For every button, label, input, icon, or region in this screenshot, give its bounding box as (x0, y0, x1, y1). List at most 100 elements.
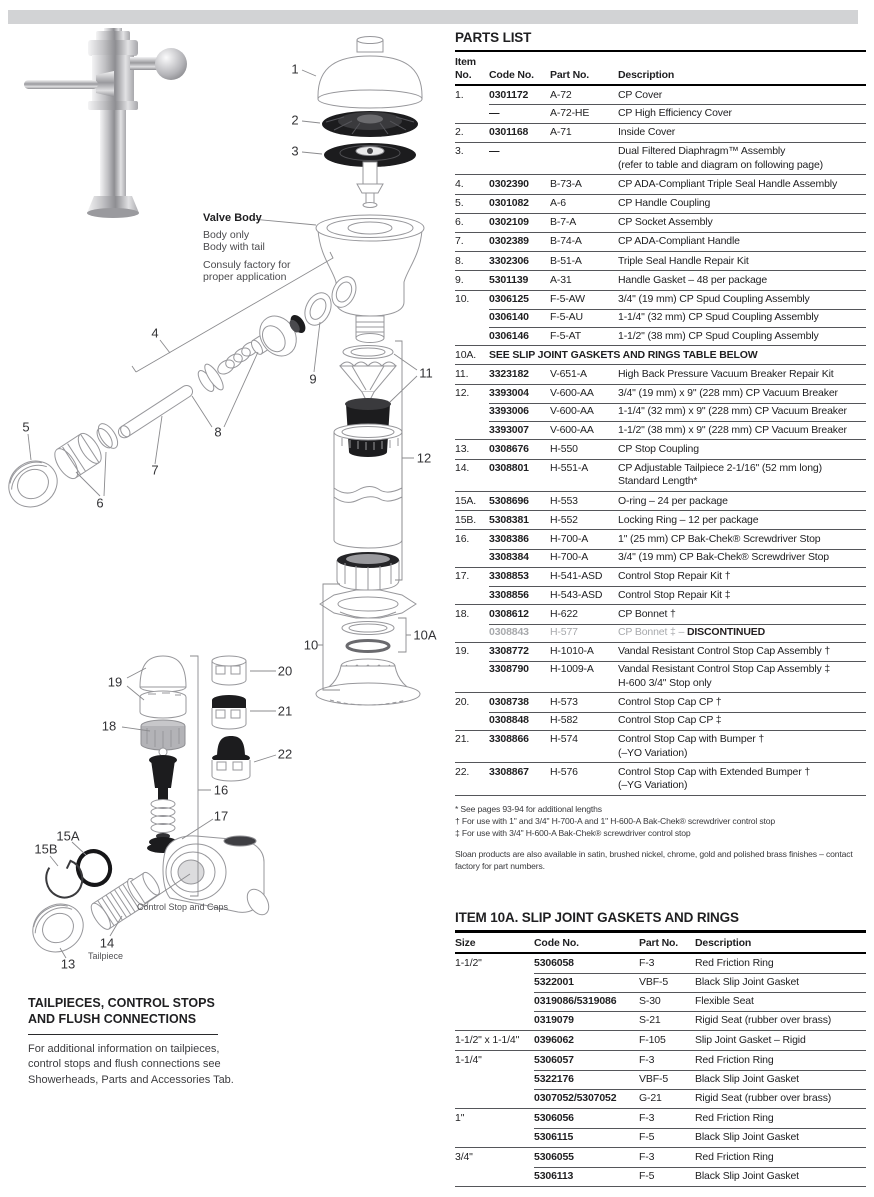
part-no-cell: H-553 (550, 494, 578, 507)
part-no-cell: V-600-AA (550, 387, 594, 400)
table-row: 11. 3323182 V-651-A High Back Pressure V… (455, 364, 866, 383)
table-row: 1-1/4" 5306057 F-3 Red Friction Ring (455, 1049, 866, 1070)
table-row: 14. 0308801 H-551-A CP Adjustable Tailpi… (455, 458, 866, 491)
cover-part (317, 36, 423, 109)
code-no-cell: 5308696 (489, 494, 529, 507)
consult-factory-label-1: Consuly factory for (203, 259, 291, 271)
code-no-cell: 3308384 (489, 551, 529, 564)
description-cell: Handle Gasket – 48 per package (618, 273, 768, 286)
valve-body-part (315, 214, 425, 343)
parts-table-body: 1. 0301172 A-72 CP Cover — A-72-HE CP Hi… (455, 86, 866, 796)
part-no-cell: A-72-HE (550, 106, 590, 119)
footnote: † For use with 1" and 3/4" H-700-A and 1… (455, 815, 776, 826)
body-with-tail-label: Body with tail (203, 241, 265, 253)
page-top-bar (8, 10, 858, 24)
footnotes: * See pages 93-94 for additional lengths… (455, 803, 866, 839)
part-no-cell: H-550 (550, 442, 578, 455)
item-no-cell: 13. (455, 442, 470, 455)
size-cell: 1-1/2" x 1-1/4" (455, 1033, 520, 1046)
callout-5: 5 (22, 419, 30, 435)
callout-14: 14 (99, 935, 115, 951)
header-code-no: Code No. (489, 68, 534, 81)
part-no-cell: V-600-AA (550, 405, 594, 418)
part-no-cell: F-5 (639, 1130, 655, 1143)
code-no-cell: 0308843 (489, 626, 529, 639)
code-no-cell: 0319079 (534, 1013, 574, 1026)
part-no-cell: A-72 (550, 88, 572, 101)
code-no-cell: 0302109 (489, 216, 529, 229)
table-row: 3393006 V-600-AA 1-1/4" (32 mm) x 9" (22… (455, 402, 866, 421)
description-cell: Control Stop Repair Kit ‡ (618, 588, 731, 601)
control-stop-body (162, 835, 270, 916)
code-no-cell: 3308853 (489, 570, 529, 583)
header-part-no: Part No. (550, 68, 590, 81)
description-cell: 1" (25 mm) CP Bak-Chek® Screwdriver Stop (618, 532, 821, 545)
description-cell: Red Friction Ring (695, 1053, 774, 1066)
code-no-cell: 0301082 (489, 197, 529, 209)
code-no-cell: 0396062 (534, 1033, 574, 1046)
stop-caps-parts (211, 655, 251, 782)
callout-12: 12 (416, 450, 432, 466)
part-no-cell: H-552 (550, 513, 578, 526)
callout-11: 11 (419, 365, 433, 381)
table-row: 5322001 VBF-5 Black Slip Joint Gasket (455, 972, 866, 992)
item-no-cell: 14. (455, 462, 470, 475)
part-no-cell: H-573 (550, 695, 578, 708)
description-cell: Vandal Resistant Control Stop Cap Assemb… (618, 663, 831, 689)
item-no-cell: 18. (455, 607, 470, 620)
part-no-cell: F-3 (639, 1053, 655, 1066)
description-cell: CP Adjustable Tailpiece 2-1/16" (52 mm l… (618, 462, 822, 488)
description-cell: Red Friction Ring (695, 1111, 774, 1124)
table-row: 3308384 H-700-A 3/4" (19 mm) CP Bak-Chek… (455, 548, 866, 567)
description-cell: Dual Filtered Diaphragm™ Assembly (refer… (618, 145, 823, 171)
description-cell: CP ADA-Compliant Triple Seal Handle Asse… (618, 177, 838, 190)
code-no-cell: 5306056 (534, 1111, 574, 1124)
code-no-cell: — (489, 145, 500, 158)
description-cell: Red Friction Ring (695, 1150, 774, 1163)
table-row: 15B. 5308381 H-552 Locking Ring – 12 per… (455, 510, 866, 529)
part-no-cell: A-6 (550, 197, 566, 209)
leader-lines (27, 69, 418, 959)
item-no-cell: 10A. (455, 348, 476, 361)
table-row: 3/4" 5306055 F-3 Red Friction Ring (455, 1146, 866, 1167)
table-row: 10A. SEE SLIP JOINT GASKETS AND RINGS TA… (455, 345, 866, 364)
table-row: 3. — Dual Filtered Diaphragm™ Assembly (… (455, 141, 866, 174)
callout-10a: 10A (413, 627, 437, 643)
code-no-cell: 0302389 (489, 235, 529, 248)
code-no-cell: 5306113 (534, 1169, 574, 1182)
description-cell: 3/4" (19 mm) CP Spud Coupling Assembly (618, 293, 810, 306)
tailpiece-parts (32, 849, 160, 953)
description-cell: CP High Efficiency Cover (618, 106, 732, 119)
table-row: 5306113 F-5 Black Slip Joint Gasket (455, 1166, 866, 1186)
description-cell: Locking Ring – 12 per package (618, 513, 759, 526)
tailpieces-info-block: TAILPIECES, CONTROL STOPS AND FLUSH CONN… (28, 995, 236, 1089)
code-no-cell: 0301168 (489, 126, 529, 139)
code-no-cell: 0301172 (489, 88, 529, 101)
code-no-cell: 3308790 (489, 663, 529, 676)
part-no-cell: F-3 (639, 956, 655, 969)
table-row: 5306115 F-5 Black Slip Joint Gasket (455, 1127, 866, 1147)
code-no-cell: 3308856 (489, 588, 529, 601)
item-no-cell: 21. (455, 733, 470, 746)
header-part-no: Part No. (639, 936, 679, 949)
inside-cover-part (322, 111, 418, 137)
part-no-cell: V-600-AA (550, 423, 594, 436)
parts-list-panel: PARTS LIST Item No. Code No. Part No. De… (455, 30, 866, 1187)
callout-21: 21 (277, 703, 293, 719)
info-heading-rule (28, 1033, 218, 1035)
description-cell: Black Slip Joint Gasket (695, 1072, 799, 1085)
description-cell: High Back Pressure Vacuum Breaker Repair… (618, 367, 834, 380)
callout-8: 8 (214, 424, 222, 440)
code-no-cell: — (489, 106, 500, 119)
table-row: 0319086/5319086 S-30 Flexible Seat (455, 991, 866, 1011)
description-cell: Flexible Seat (695, 994, 754, 1007)
table-row: 5322176 VBF-5 Black Slip Joint Gasket (455, 1069, 866, 1089)
part-no-cell: H-574 (550, 733, 578, 746)
code-no-cell: 0306146 (489, 329, 529, 342)
callout-9: 9 (309, 371, 317, 387)
description-cell: Slip Joint Gasket – Rigid (695, 1033, 806, 1046)
table-row: 15A. 5308696 H-553 O-ring – 24 per packa… (455, 491, 866, 510)
table-row: 1" 5306056 F-3 Red Friction Ring (455, 1107, 866, 1128)
